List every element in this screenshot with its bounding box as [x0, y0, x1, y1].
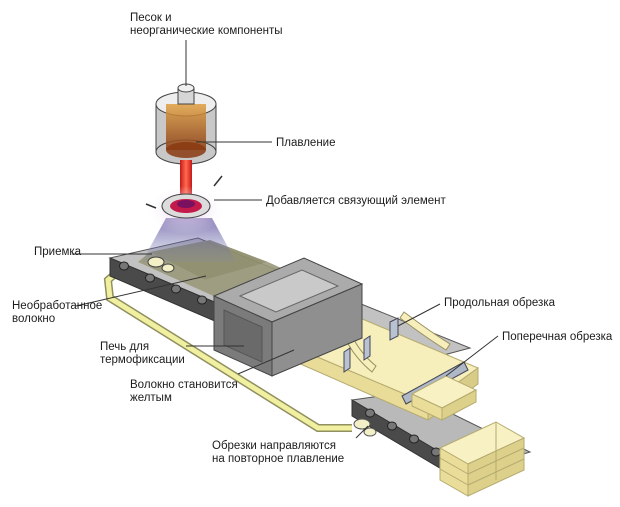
label-oven-line1: Печь для	[100, 341, 150, 353]
melting-furnace	[155, 83, 217, 165]
label-raw-fiber: Необработанное волокно	[12, 300, 102, 326]
label-raw-fiber-line2: волокно	[12, 313, 56, 325]
label-raw-fiber-line1: Необработанное	[12, 300, 103, 312]
leader-lines	[72, 40, 499, 439]
label-sand: Песок и неорганические компоненты	[130, 12, 283, 38]
label-sand-line1: Песок и	[130, 12, 172, 24]
binder-nozzle	[145, 175, 223, 209]
label-yellow-line1: Волокно становится	[130, 379, 238, 391]
label-yellow: Волокно становится желтым	[130, 379, 238, 405]
edge-trim-blade	[343, 317, 399, 373]
label-yellow-line2: желтым	[130, 392, 172, 404]
label-collection: Приемка	[34, 246, 82, 258]
label-cross-cut: Поперечная обрезка	[502, 331, 613, 343]
label-melting: Плавление	[276, 137, 336, 149]
label-binder: Добавляется связующий элемент	[266, 195, 446, 207]
curing-oven	[212, 257, 364, 377]
label-sand-line2: неорганические компоненты	[130, 25, 283, 37]
label-recycle-line2: на повторное плавление	[212, 453, 345, 465]
recycle-trimmings	[353, 418, 377, 437]
label-oven: Печь для термофиксации	[100, 341, 185, 367]
label-oven-line2: термофиксации	[100, 354, 185, 366]
fiber-spinner-disk	[146, 186, 226, 234]
edge-trim-strip	[345, 311, 451, 373]
label-recycle: Обрезки направляются на повторное плавле…	[212, 440, 344, 466]
insulation-batt-stack	[438, 421, 526, 497]
label-edge-trim: Продольная обрезка	[444, 297, 556, 309]
collection-tool	[147, 256, 175, 273]
label-recycle-line1: Обрезки направляются	[212, 440, 337, 452]
cut-batts-on-line	[410, 375, 478, 421]
